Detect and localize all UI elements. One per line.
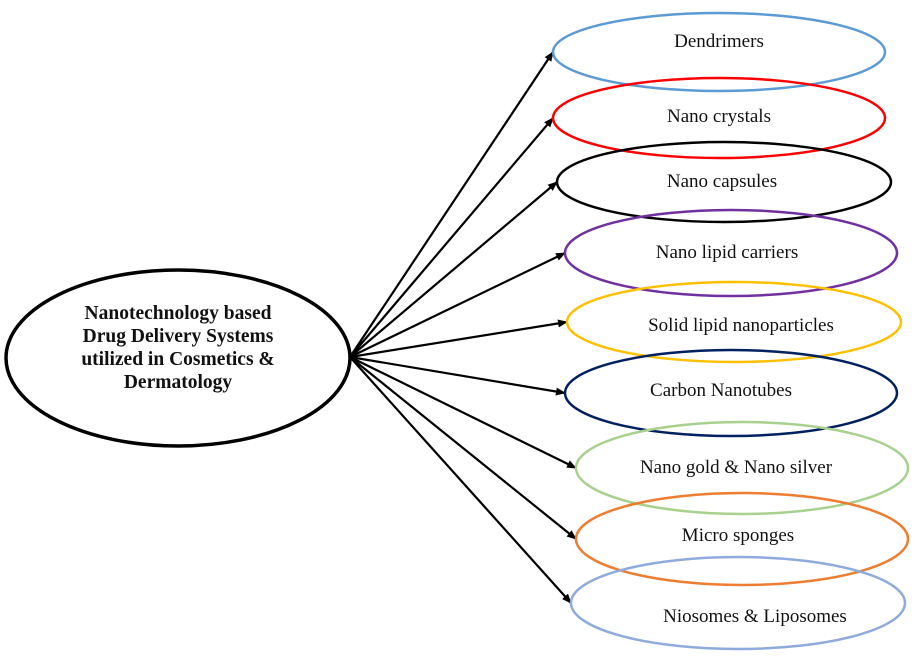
node-label-micro-sponges: Micro sponges bbox=[681, 525, 795, 546]
node-ellipse bbox=[569, 555, 907, 651]
central-label-line: Drug Delivery Systems bbox=[82, 326, 274, 347]
central-label-line: utilized in Cosmetics & bbox=[81, 349, 275, 370]
node-ellipse bbox=[574, 491, 910, 587]
arrow-connector bbox=[349, 252, 566, 358]
arrow-connector bbox=[349, 51, 554, 358]
central-label-line: Nanotechnology based bbox=[84, 303, 272, 324]
node-ellipse bbox=[551, 11, 887, 93]
node-ellipse bbox=[563, 348, 899, 438]
node-ellipse bbox=[555, 140, 893, 224]
arrows-layer bbox=[349, 51, 577, 604]
central-node-label: Nanotechnology based Drug Delivery Syste… bbox=[40, 302, 316, 394]
node-label-nano-lipid-carriers: Nano lipid carriers bbox=[655, 242, 799, 263]
arrow-connector bbox=[349, 356, 577, 540]
arrow-connector bbox=[349, 356, 577, 469]
node-ellipse bbox=[574, 420, 910, 516]
node-ellipse bbox=[565, 280, 903, 364]
node-label-nano-crystals: Nano crystals bbox=[667, 106, 771, 127]
arrow-connector bbox=[349, 117, 554, 358]
node-label-carbon-nanotubes: Carbon Nanotubes bbox=[650, 380, 792, 401]
node-ellipse bbox=[551, 76, 887, 160]
arrow-connector bbox=[349, 356, 572, 604]
node-label-nano-gold-silver: Nano gold & Nano silver bbox=[639, 457, 833, 478]
node-label-dendrimers: Dendrimers bbox=[674, 31, 764, 52]
arrow-connector bbox=[349, 355, 566, 396]
central-label-line: Dermatology bbox=[123, 372, 233, 393]
node-label-niosomes-liposomes: Niosomes & Liposomes bbox=[663, 606, 847, 627]
node-label-solid-lipid-nanoparticles: Solid lipid nanoparticles bbox=[648, 315, 834, 336]
nodes-layer bbox=[551, 11, 910, 651]
node-ellipse bbox=[563, 208, 899, 298]
central-node-ellipse bbox=[4, 268, 352, 448]
arrow-connector bbox=[349, 181, 558, 358]
node-label-nano-capsules: Nano capsules bbox=[666, 171, 778, 192]
arrow-connector bbox=[349, 319, 568, 359]
